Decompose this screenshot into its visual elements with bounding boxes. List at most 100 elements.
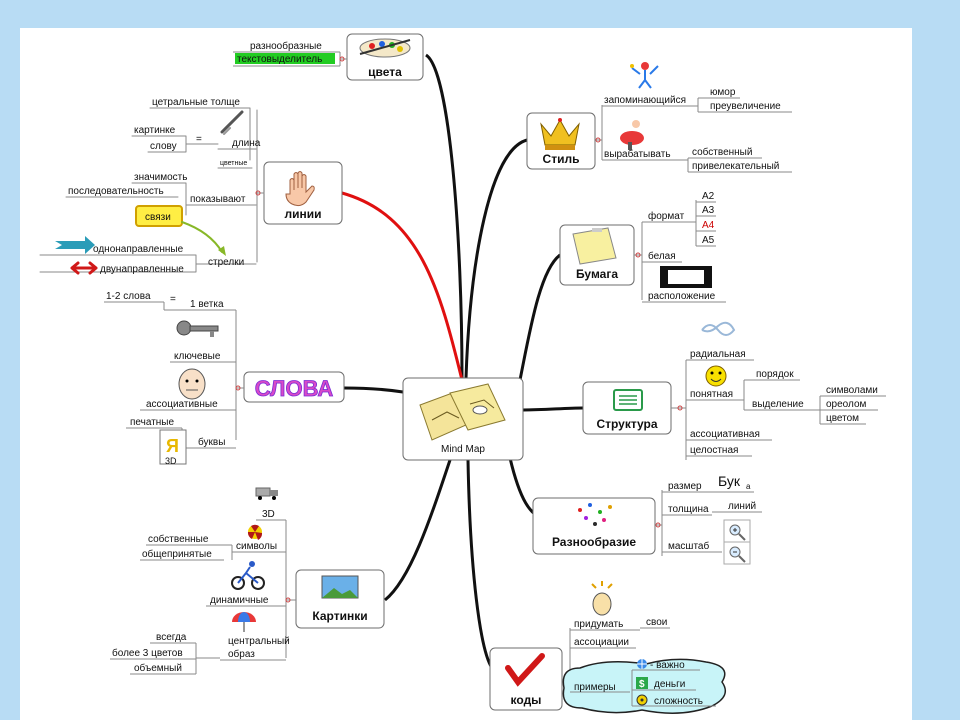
branch-line-kartinki — [384, 459, 452, 602]
linii-equals: = — [196, 134, 202, 145]
hazard-icon — [636, 694, 648, 706]
tsveta-label: цвета — [368, 65, 402, 79]
linii-label: линии — [284, 207, 321, 221]
linii-node[interactable]: линии — [263, 161, 343, 225]
zoom-out-icon — [723, 541, 751, 565]
struktura-node[interactable]: Структура — [582, 381, 672, 435]
scribble-icon — [701, 321, 736, 336]
struktura-item-simvolami: символами — [826, 385, 878, 396]
slova-item-assoc: ассоциативные — [146, 399, 218, 410]
tsveta-item-0: разнообразные — [250, 40, 322, 52]
stil-item-privel: привелекательный — [692, 161, 779, 172]
kartinki-item-sobstv: собственные — [148, 533, 209, 545]
juggler-icon — [630, 62, 659, 89]
svyazi-highlight — [135, 205, 183, 227]
smiley-icon — [705, 365, 727, 387]
razn-item-razmer: размер — [668, 481, 702, 492]
slova-leaves: 1-2 слова = 1 ветка ключевые ассоциативн… — [104, 291, 244, 466]
slova-item-pechatnye: печатные — [130, 417, 174, 428]
slova-item-klyuchevye: ключевые — [174, 351, 221, 362]
main-branch-lines — [341, 53, 584, 669]
kody-leaves: придумать свои ассоциации примеры - важн… — [562, 581, 727, 714]
tsveta-item-1: текстовыделитель — [237, 54, 322, 65]
map-icon — [419, 383, 506, 441]
picture-icon — [321, 575, 359, 599]
razn-item-liniy: линий — [728, 501, 756, 512]
format-a3: A3 — [702, 205, 715, 216]
format-a4: A4 — [702, 220, 715, 231]
stil-label: Стиль — [543, 152, 580, 166]
truck-icon — [255, 487, 278, 500]
branch-line-bumaga — [518, 253, 561, 381]
struktura-item-assoc: ассоциативная — [690, 429, 760, 440]
umbrella-icon — [232, 612, 256, 632]
tsveta-node[interactable]: цвета — [346, 33, 424, 81]
bumaga-node[interactable]: Бумага — [559, 224, 635, 286]
kartinki-label: Картинки — [312, 609, 367, 623]
razn-item-tolshchina: толщина — [668, 504, 709, 515]
stil-item-sobstv: собственный — [692, 146, 752, 158]
kody-item-svoi: свои — [646, 617, 667, 628]
center-node[interactable]: Mind Map — [402, 377, 524, 461]
slova-label: СЛОВА — [255, 376, 334, 401]
linii-item-znachimost: значимость — [134, 172, 187, 183]
slova-node[interactable]: СЛОВА — [243, 371, 345, 403]
kartinki-item-obshch: общепринятые — [142, 548, 212, 560]
kody-example-vazhno: - важно — [650, 660, 685, 671]
paper-icon — [572, 227, 617, 265]
branch-line-slova — [343, 386, 404, 394]
mind-map-canvas: Mind Map цвета разнообразные текстовыдел… — [20, 28, 912, 720]
raznoobrazie-label: Разнообразие — [552, 535, 636, 549]
bumaga-label: Бумага — [576, 267, 618, 281]
stil-item-yumor: юмор — [710, 87, 736, 98]
slova-equals: = — [170, 294, 176, 305]
raznoobrazie-node[interactable]: Разнообразие — [532, 497, 656, 555]
kartinki-leaves: 3D собственные общепринятые символы дина… — [110, 487, 296, 675]
center-label: Mind Map — [441, 444, 485, 455]
kartinki-node[interactable]: Картинки — [295, 569, 385, 629]
struktura-item-tselost: целостная — [690, 445, 738, 456]
letter-ya-icon: Я — [166, 436, 179, 456]
struktura-item-poryadok: порядок — [756, 369, 794, 380]
kody-node[interactable]: коды — [489, 647, 563, 711]
branch-line-tsveta — [425, 53, 464, 379]
painter-icon — [620, 120, 644, 150]
kody-item-primery: примеры — [574, 682, 616, 693]
linii-item-posled: последовательность — [68, 186, 164, 197]
stil-node[interactable]: Стиль — [526, 112, 596, 170]
zoom-in-icon — [723, 519, 751, 543]
linii-item-slovu: слову — [150, 141, 177, 152]
format-a5: A5 — [702, 235, 715, 246]
razn-item-masshtab: масштаб — [668, 540, 709, 552]
buk-sub: а — [746, 482, 751, 491]
vyrab-label: вырабатывать — [604, 148, 671, 160]
slova-item-3d: 3D — [165, 456, 177, 466]
buk-text: Бук — [718, 473, 741, 489]
kody-example-dengi: деньги — [654, 679, 685, 690]
linii-item-kartinke: картинке — [134, 125, 176, 136]
kody-item-assoc: ассоциации — [574, 637, 629, 648]
thinking-face-icon — [178, 368, 206, 400]
linii-leaves: цетральные толще длина картинке слову = … — [39, 97, 265, 275]
hand-icon — [285, 171, 315, 207]
structure-icon — [613, 389, 643, 411]
struktura-item-tsvetom: цветом — [826, 413, 859, 424]
linii-item-central: цетральные толще — [152, 97, 240, 108]
branch-line-stil — [464, 138, 528, 379]
stars-icon — [578, 503, 612, 526]
crown-icon — [540, 118, 580, 150]
svyazi-arrow — [181, 221, 223, 253]
double-arrow-icon — [70, 261, 98, 275]
linii-item-dvunapr: двунаправленные — [100, 264, 184, 275]
arrow-right-icon — [55, 236, 95, 254]
svg-text:$: $ — [639, 679, 645, 690]
zapom-label: запоминающийся — [604, 95, 686, 106]
struktura-leaves: радиальная понятная порядок выделение си… — [671, 321, 886, 460]
struktura-label: Структура — [596, 417, 657, 431]
bumaga-item-belaya: белая — [648, 250, 676, 262]
kartinki-item-simvoly: символы — [236, 541, 277, 552]
strelki-label: стрелки — [208, 257, 244, 268]
linii-item-odnonapr: однонаправленные — [93, 244, 184, 255]
format-a2: A2 — [702, 191, 715, 202]
kartinki-item-obemnyi: объемный — [134, 662, 182, 674]
